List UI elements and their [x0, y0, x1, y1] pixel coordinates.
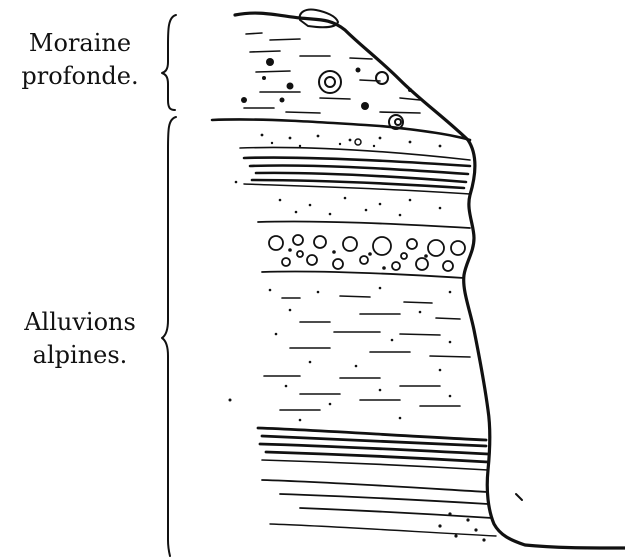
laminated-band-2 [258, 428, 488, 470]
laminated-band-1 [244, 157, 470, 194]
sand-dots-upper [261, 134, 442, 148]
gravel-dots [288, 248, 428, 270]
bracket-moraine [162, 15, 176, 110]
small-mark [516, 494, 522, 500]
gravel-band [269, 235, 465, 271]
section-outline [235, 13, 625, 548]
gravel-base [262, 271, 464, 278]
bracket-alluvions [162, 117, 176, 556]
lower-laminae [262, 480, 496, 536]
small-pebble [355, 139, 361, 145]
sand-dashes [264, 296, 470, 410]
sand-dots-lower [229, 287, 452, 422]
contact-line [212, 119, 470, 140]
fine-sand-base [258, 221, 470, 228]
